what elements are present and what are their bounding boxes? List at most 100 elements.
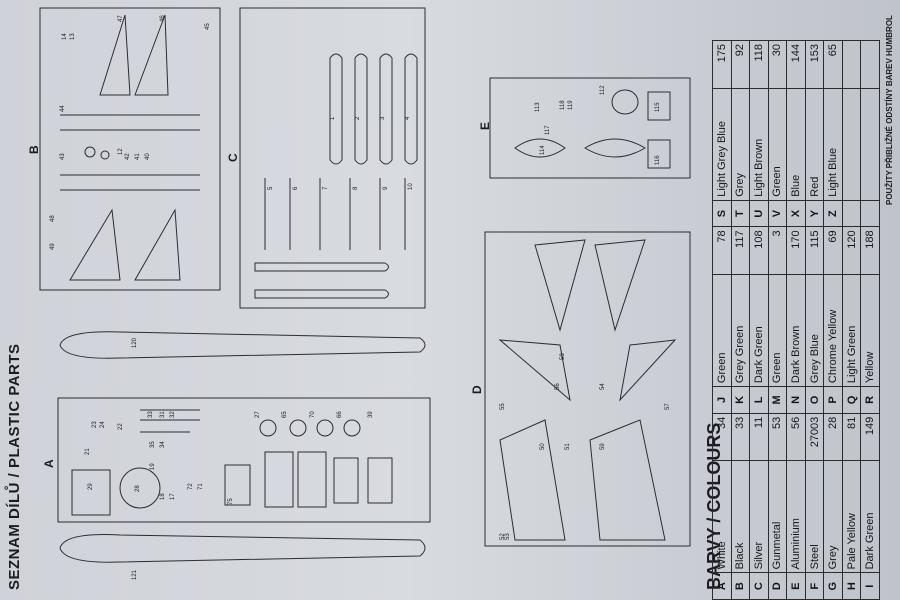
colour-cell: N: [786, 386, 806, 414]
colour-cell: I: [860, 572, 880, 600]
colour-cell: Dark Green: [749, 274, 769, 387]
colour-cell: White: [712, 460, 732, 573]
colour-cell: P: [823, 386, 843, 414]
part-number: 29: [88, 483, 94, 490]
part-number: 58: [560, 353, 566, 360]
part-number: 114: [540, 145, 546, 155]
part-number: 4: [405, 116, 411, 120]
part-number: 44: [60, 105, 66, 112]
colour-cell: Dark Brown: [786, 274, 806, 387]
colour-cell: Grey: [731, 88, 750, 201]
colour-cell: F: [805, 572, 824, 600]
colour-cell: 175: [712, 40, 732, 89]
part-number: 21: [85, 448, 91, 455]
part-number: 3: [380, 116, 386, 120]
wing-d1: [534, 239, 586, 332]
part-number: 46: [160, 15, 166, 22]
part-number: 65: [282, 411, 288, 418]
part-number: 113: [535, 102, 541, 112]
part-number: 8: [353, 186, 359, 190]
part-number: 7: [323, 186, 329, 190]
sprue-a-frame: [57, 397, 431, 523]
part-number: 39: [368, 411, 374, 418]
colour-cell: Green: [712, 274, 732, 387]
part-number: 57: [665, 403, 671, 410]
part-number: 71: [198, 483, 204, 490]
part-number: 32: [170, 411, 176, 418]
colour-cell: Gunmetal: [768, 460, 787, 573]
colour-cell: 53: [768, 413, 787, 461]
part-number: 75: [228, 498, 234, 505]
colour-cell: 170: [786, 226, 806, 275]
colour-cell: 33: [731, 413, 750, 461]
part-number: 121: [132, 569, 138, 580]
sprue-label-e: E: [478, 121, 492, 130]
part-number: 115: [655, 102, 661, 112]
part-number: 18: [160, 493, 166, 500]
colour-cell: T: [731, 200, 750, 227]
part-number: 59: [600, 443, 606, 450]
colour-cell: 3: [768, 226, 787, 275]
colour-cell: Light Brown: [749, 88, 769, 201]
part-number: 70: [310, 411, 316, 418]
part-number: 43: [60, 153, 66, 160]
part-number: 17: [170, 493, 176, 500]
part-number: 50: [540, 443, 546, 450]
colour-cell: Light Grey Blue: [712, 88, 732, 201]
colour-cell: O: [805, 386, 824, 414]
colour-cell: Grey Blue: [805, 274, 824, 387]
colour-cell: Steel: [805, 460, 824, 573]
part-number: 116: [655, 155, 661, 165]
colour-cell: G: [823, 572, 843, 600]
colour-cell: Green: [768, 88, 787, 201]
colour-cell: Light Green: [842, 274, 861, 387]
part-number: 72: [188, 483, 194, 490]
colour-cell: U: [749, 200, 769, 227]
part-number: 66: [337, 411, 343, 418]
colour-cell: 78: [712, 226, 732, 275]
colour-cell: Aluminium: [786, 460, 806, 573]
part-number: 23: [92, 421, 98, 428]
colour-cell: [842, 40, 861, 89]
colour-cell: 34: [712, 413, 732, 461]
colour-cell: R: [860, 386, 880, 414]
colour-cell: 108: [749, 226, 769, 275]
sprue-label-d: D: [470, 385, 484, 394]
colour-cell: 27003: [805, 413, 824, 461]
part-number: 22: [118, 423, 124, 430]
part-number: 31: [160, 411, 166, 418]
part-number: 10: [408, 183, 414, 190]
colour-cell: 188: [860, 226, 880, 275]
sprue-b-frame: [39, 7, 221, 291]
colour-cell: 69: [823, 226, 843, 275]
part-number: 54: [600, 383, 606, 390]
colour-cell: L: [749, 386, 769, 414]
part-number: 28: [135, 485, 141, 492]
part-number: 49: [50, 243, 56, 250]
colour-cell: 92: [731, 40, 750, 89]
colour-cell: [842, 88, 861, 201]
colour-cell: Chrome Yellow: [823, 274, 843, 387]
colour-cell: 11: [749, 413, 769, 461]
part-number: 41: [135, 153, 141, 160]
part-number: 40: [145, 153, 151, 160]
colour-cell: Grey: [823, 460, 843, 573]
part-28: [119, 467, 161, 509]
wing-part-b2: [134, 208, 181, 281]
colour-cell: 144: [786, 40, 806, 89]
part-number: 1: [330, 116, 336, 120]
part-number: 19: [150, 463, 156, 470]
colour-cell: [860, 200, 880, 227]
part-number: 14: [62, 33, 68, 40]
colour-cell: Black: [731, 460, 750, 573]
colour-cell: 65: [823, 40, 843, 89]
colour-cell: [860, 40, 880, 89]
colour-cell: J: [712, 386, 732, 414]
colour-cell: [860, 88, 880, 201]
colour-cell: 153: [805, 40, 824, 89]
sprue-label-a: A: [42, 459, 56, 468]
